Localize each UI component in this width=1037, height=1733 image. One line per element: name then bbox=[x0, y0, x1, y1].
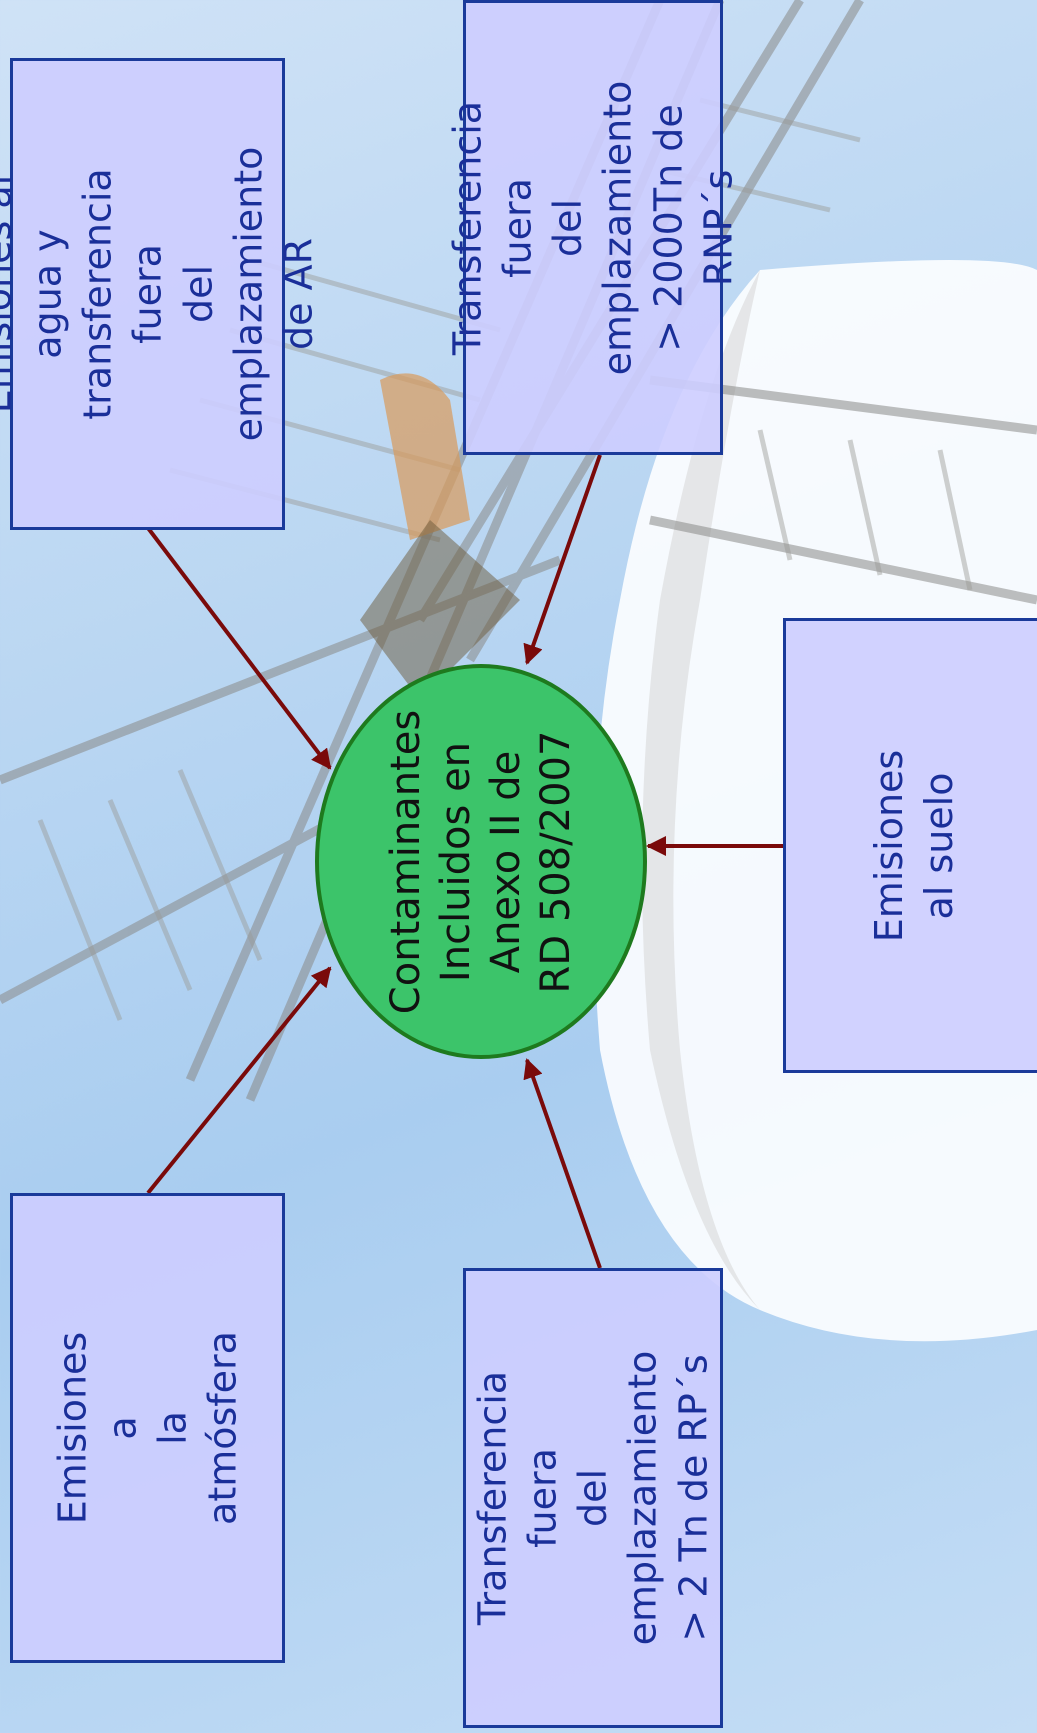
windmill-hub bbox=[380, 373, 470, 540]
box-transfer-rnp: Transferencia fuera del emplazamiento > … bbox=[446, 0, 740, 455]
arrow-from-atmosphere bbox=[146, 966, 332, 1195]
arrow-from-water-ar bbox=[146, 526, 332, 770]
box-emissions-water-ar: Emisiones al agua y transferencia fuera … bbox=[0, 58, 320, 530]
windmill-tower-shade bbox=[642, 270, 760, 1310]
box-emissions-atmosphere: Emisiones a la atmósfera bbox=[10, 1193, 285, 1663]
box-transfer-rp-label: Transferencia fuera del emplazamiento > … bbox=[470, 1350, 716, 1646]
box-emissions-water-ar-label: Emisiones al agua y transferencia fuera … bbox=[0, 146, 320, 442]
center-node: Contaminantes Incluidos en Anexo II de R… bbox=[315, 664, 647, 1059]
windmill-beam bbox=[360, 520, 520, 700]
arrow-from-rnp bbox=[523, 454, 602, 665]
box-emissions-soil: Emisiones al suelo bbox=[783, 618, 1037, 1073]
box-emissions-atmosphere-label: Emisiones a la atmósfera bbox=[50, 1331, 245, 1525]
arrow-from-rp bbox=[523, 1058, 602, 1269]
center-node-label: Contaminantes Incluidos en Anexo II de R… bbox=[383, 709, 579, 1014]
box-transfer-rnp-label: Transferencia fuera del emplazamiento > … bbox=[445, 80, 741, 375]
box-transfer-rp: Transferencia fuera del emplazamiento > … bbox=[463, 1268, 723, 1728]
box-emissions-soil-label: Emisiones al suelo bbox=[866, 749, 961, 942]
